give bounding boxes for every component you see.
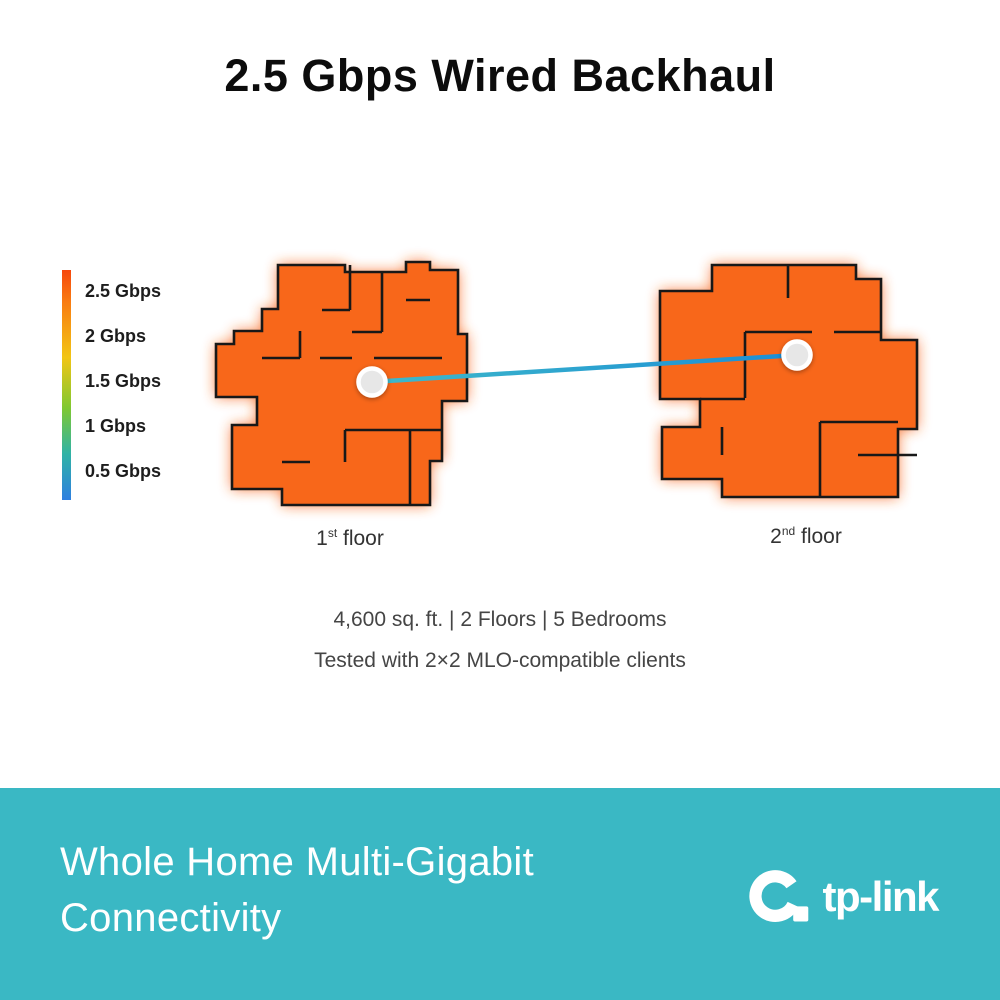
floor1-word: floor [337, 527, 384, 550]
floor1-ordinal-suffix: st [327, 526, 338, 540]
footer-headline-line2: Connectivity [60, 896, 282, 940]
legend-label-0_5gbps: 0.5 Gbps [85, 461, 162, 481]
page-title: 2.5 Gbps Wired Backhaul [224, 50, 776, 101]
mesh-node-floor2 [781, 339, 813, 371]
tp-link-wordmark: tp-link [822, 873, 940, 920]
floorplan-scene [214, 260, 919, 507]
specs-client-note: Tested with 2×2 MLO-compatible clients [314, 649, 686, 672]
legend-label-2gbps: 2 Gbps [85, 326, 147, 346]
floor2-outer-walls [658, 263, 919, 499]
floor2-number: 2 [770, 525, 782, 548]
floor1-interior-walls [262, 265, 442, 505]
footer-banner: Whole Home Multi-Gigabit Connectivity tp… [0, 788, 1000, 1000]
mesh-node-floor1 [356, 366, 388, 398]
floor2-word: floor [795, 525, 842, 548]
floor1-number: 1 [316, 527, 328, 550]
floorplan-1st-floor [214, 260, 469, 507]
floor-label-1st: 1st floor [240, 526, 460, 551]
speed-legend: 2.5 Gbps 2 Gbps 1.5 Gbps 1 Gbps 0.5 Gbps [62, 270, 161, 500]
floorplan-2nd-floor [658, 263, 919, 499]
tp-link-monogram-icon [748, 870, 808, 922]
legend-labels: 2.5 Gbps 2 Gbps 1.5 Gbps 1 Gbps 0.5 Gbps [85, 282, 161, 480]
legend-label-1gbps: 1 Gbps [85, 416, 147, 436]
tp-link-logo: tp-link [747, 862, 940, 932]
backhaul-link-line [369, 352, 800, 385]
footer-headline-line1: Whole Home Multi-Gigabit [60, 840, 535, 884]
footer-headline: Whole Home Multi-Gigabit Connectivity [60, 834, 534, 946]
test-conditions: 4,600 sq. ft. | 2 Floors | 5 Bedrooms Te… [0, 608, 1000, 690]
specs-home-size: 4,600 sq. ft. | 2 Floors | 5 Bedrooms [333, 608, 667, 631]
floor2-ordinal-suffix: nd [781, 524, 796, 538]
floor1-outer-walls [214, 260, 469, 507]
legend-gradient-bar [62, 270, 71, 500]
floor2-interior-walls [700, 265, 917, 497]
legend-label-2_5gbps: 2.5 Gbps [85, 281, 162, 301]
floor-label-2nd: 2nd floor [696, 524, 916, 549]
legend-label-1_5gbps: 1.5 Gbps [85, 371, 162, 391]
